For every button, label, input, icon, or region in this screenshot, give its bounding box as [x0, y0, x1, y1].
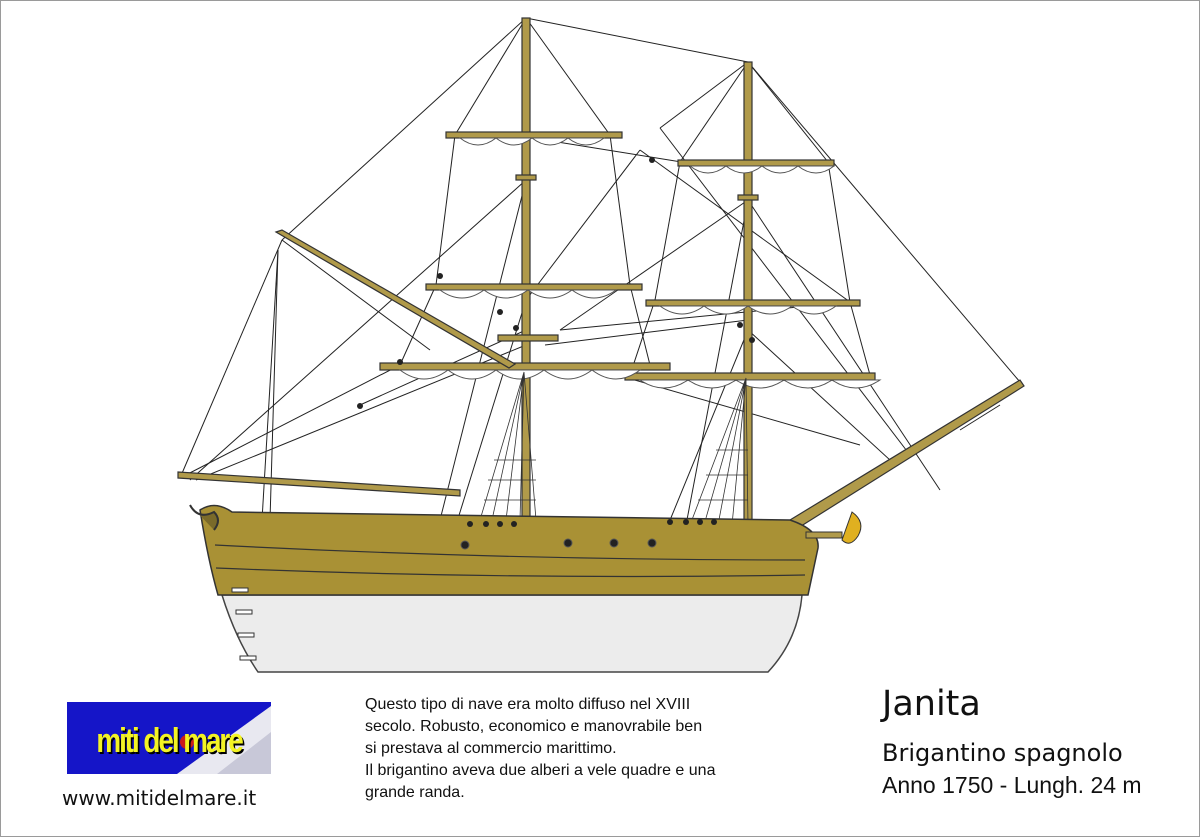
description-line: si prestava al commercio marittimo.: [365, 740, 617, 757]
miti-del-mare-logo[interactable]: miti del mare: [67, 702, 271, 774]
deadeyes: [357, 157, 755, 527]
rigging: [179, 17, 1021, 526]
figurehead: [805, 511, 862, 544]
ship-illustration: [177, 17, 1025, 673]
hull-bottom: [220, 594, 803, 673]
furled-sails: [398, 137, 882, 389]
ship-details: Anno 1750 - Lungh. 24 m: [882, 772, 1142, 798]
stern: [189, 504, 257, 661]
description-line: Il brigantino aveva due alberi a vele qu…: [365, 762, 716, 779]
hull: [199, 504, 819, 596]
logo-text: miti del mare: [96, 722, 243, 760]
shrouds: [479, 371, 749, 526]
ship-name: Janita: [882, 684, 981, 724]
wale-lines: [214, 544, 806, 578]
website-url[interactable]: www.mitidelmare.it: [62, 786, 257, 810]
masts: [177, 17, 1025, 533]
logo-sail-shape: [177, 706, 271, 774]
description-line: Questo tipo di nave era molto diffuso ne…: [365, 696, 691, 713]
description: Questo tipo di nave era molto diffuso ne…: [365, 694, 835, 804]
ship-type: Brigantino spagnolo: [882, 739, 1123, 767]
description-line: grande randa.: [365, 784, 465, 801]
gun-ports: [460, 538, 657, 550]
description-line: secolo. Robusto, economico e manovrabile…: [365, 718, 703, 735]
